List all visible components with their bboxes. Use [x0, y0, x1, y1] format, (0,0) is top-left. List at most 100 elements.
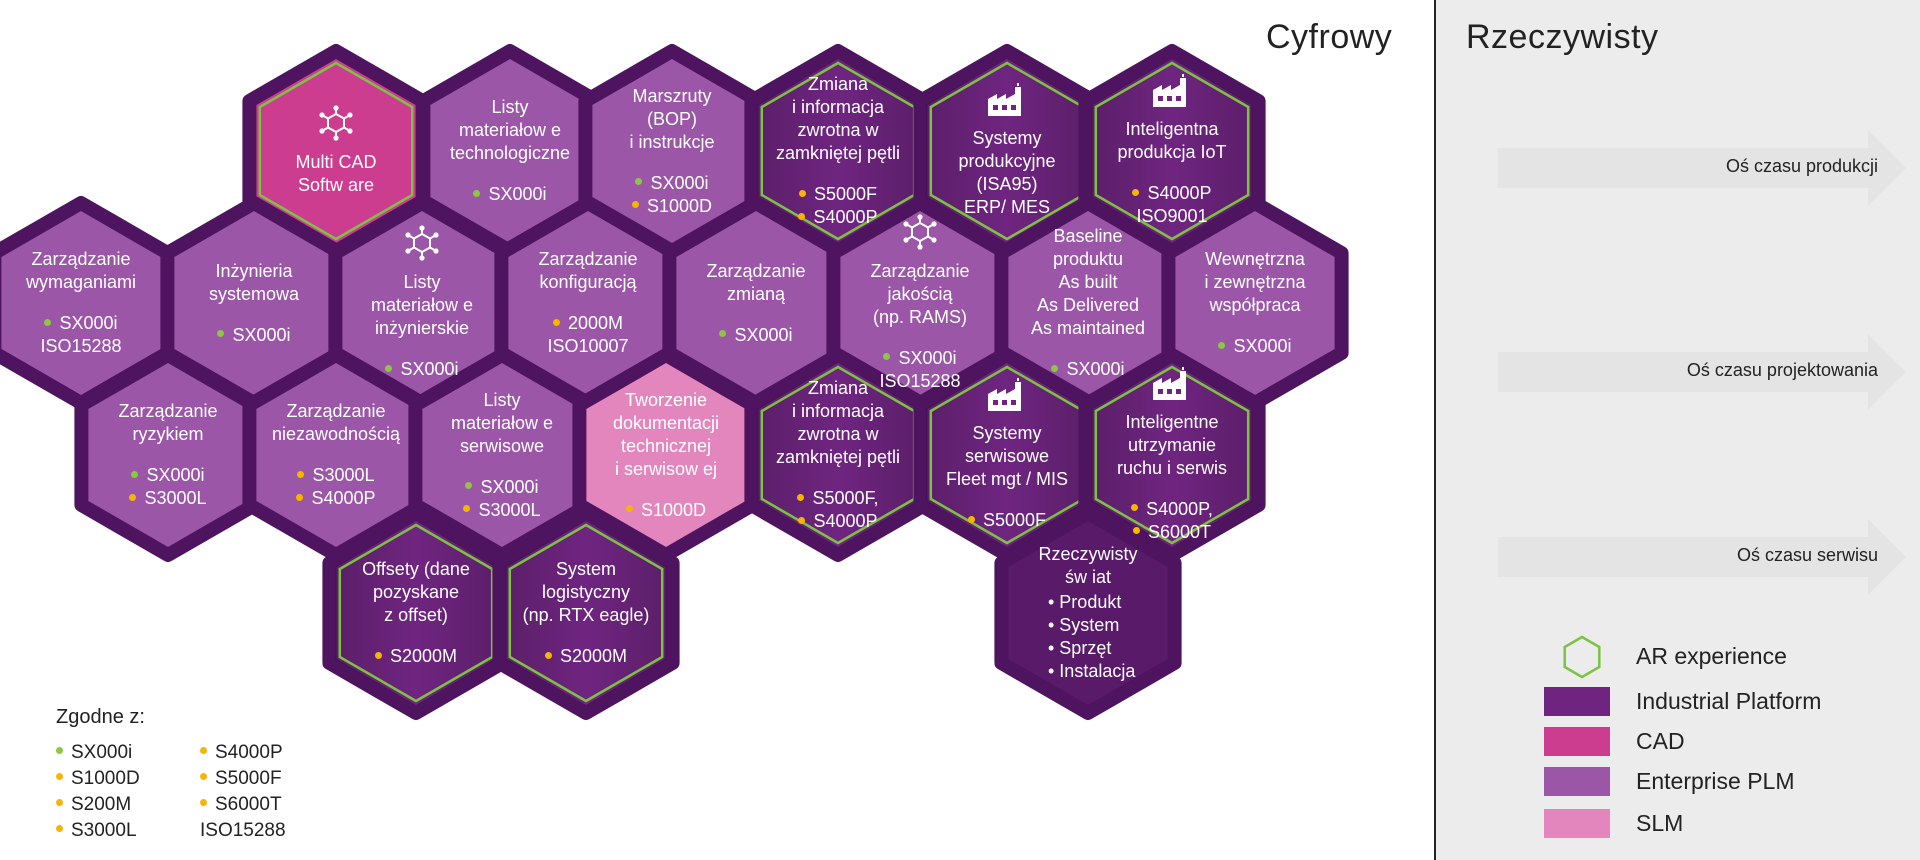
status-dot — [1131, 504, 1139, 512]
status-dot — [297, 470, 305, 478]
standard-code: SX000i — [0, 312, 163, 335]
bullet-item: • System — [1048, 615, 1120, 635]
standards-legend-item: S5000F — [200, 768, 282, 790]
legend-swatch-industrial — [1544, 687, 1610, 716]
standards-legend-title: Zgodne z: — [56, 706, 145, 728]
real-zone-background — [1436, 0, 1920, 860]
status-dot — [217, 330, 225, 338]
standard-code: S4000P — [1090, 182, 1254, 205]
hex-offsety-shade — [335, 520, 497, 706]
status-dot — [544, 651, 552, 659]
hex-systemy-serw-standards: S5000F — [925, 509, 1089, 532]
hex-offsety-ar-outline — [338, 523, 494, 703]
standards-legend-item: S3000L — [56, 820, 137, 842]
hex-logistyka-ar-outline — [508, 523, 664, 703]
hex-systemy-serw — [913, 348, 1101, 562]
hex-baseline-text: Baseline produktu As built As Delivered … — [1006, 225, 1170, 381]
hex-zmiana-2-title: Zmiana i informacja zwrotna w zamkniętej… — [775, 378, 901, 467]
status-dot — [56, 799, 63, 807]
status-dot — [131, 470, 139, 478]
status-dot — [56, 747, 63, 755]
bullet-item: • Produkt — [1048, 592, 1122, 612]
standard-code: S4000P, — [1090, 498, 1254, 521]
legend-swatch-enterprise — [1544, 767, 1610, 796]
hex-zmiana-1-shade — [757, 58, 919, 244]
status-dot — [1051, 364, 1059, 372]
hex-zmiana-2 — [744, 348, 932, 562]
standard-code: S2000M — [334, 645, 498, 668]
status-dot — [44, 318, 52, 326]
status-dot — [1132, 527, 1140, 535]
hex-rzeczywisty-shape — [994, 506, 1182, 720]
standard-code: SX000i — [86, 464, 250, 487]
hex-offsety-standards: S2000M — [334, 645, 498, 668]
hex-inzynieria-title: Inżynieria systemowa — [208, 260, 300, 304]
standard-code: S3000L — [420, 499, 584, 522]
status-dot — [200, 773, 207, 781]
hex-intel-utrz-shade — [1091, 362, 1253, 548]
status-dot — [552, 318, 560, 326]
legend-label-slm: SLM — [1636, 810, 1684, 836]
arrow-serwis — [1498, 519, 1906, 595]
hex-rzeczywisty-text: Rzeczywisty św iat• Produkt• System• Spr… — [1006, 543, 1170, 683]
arrow-projektowanie — [1498, 334, 1906, 410]
hex-systemy-prod-title: Systemy produkcyjne (ISA95) ERP/ MES — [958, 128, 1056, 217]
standard-code: S5000F, — [756, 487, 920, 510]
legend-label-enterprise: Enterprise PLM — [1636, 768, 1795, 794]
hex-systemy-serw-shade — [926, 362, 1088, 548]
hex-rzeczywisty-bullets: • Produkt• System• Sprzęt• Instalacja — [1006, 591, 1170, 683]
hex-intel-utrz-ar-outline — [1094, 365, 1250, 545]
status-dot — [374, 651, 382, 659]
hex-intel-utrz-standards: S4000P,S6000T — [1090, 498, 1254, 544]
network-icon — [319, 105, 353, 141]
status-dot — [798, 516, 806, 524]
status-dot — [200, 747, 207, 755]
hex-multi-cad-text: Multi CAD Softw are — [254, 105, 418, 197]
standard-code: SX000i — [428, 183, 592, 206]
standard-code: 2000M — [506, 312, 670, 335]
standard-code: SX000i — [340, 358, 504, 381]
legend-label-industrial: Industrial Platform — [1636, 688, 1822, 714]
status-dot — [967, 515, 975, 523]
standard-code: ISO9001 — [1136, 206, 1208, 226]
legend-swatch-slm — [1544, 809, 1610, 838]
standards-legend-item: S200M — [56, 794, 131, 816]
hex-multi-cad-ar-outline — [258, 61, 414, 241]
standard-code: SX000i — [1006, 358, 1170, 381]
standards-legend-item: S1000D — [56, 768, 140, 790]
network-icon — [405, 225, 439, 261]
standard-code: ISO10007 — [547, 336, 629, 356]
standard-code: S3000L — [86, 487, 250, 510]
hex-zmiana-2-standards: S5000F,S4000P — [756, 487, 920, 533]
hex-wymagania-title: Zarządzanie wymaganiami — [25, 249, 137, 292]
status-dot — [56, 825, 63, 833]
legend-label-ar: AR experience — [1636, 643, 1787, 669]
standard-code: S5000F — [756, 183, 920, 206]
standard-code: SX000i — [420, 476, 584, 499]
status-dot — [635, 178, 643, 186]
standard-code: S6000T — [1090, 521, 1254, 544]
standard-code: S4000P — [756, 510, 920, 533]
hex-systemy-prod-shade — [926, 58, 1088, 244]
status-dot — [1132, 188, 1140, 196]
hex-offsety-text: Offsety (dane pozyskane z offset)S2000M — [334, 558, 498, 668]
status-dot — [798, 212, 806, 220]
standard-code: SX000i — [674, 324, 838, 347]
hex-zmiana-1 — [744, 44, 932, 258]
status-dot — [463, 505, 471, 513]
status-dot — [883, 353, 891, 361]
hex-wspolpraca-standards: SX000i — [1173, 335, 1337, 358]
